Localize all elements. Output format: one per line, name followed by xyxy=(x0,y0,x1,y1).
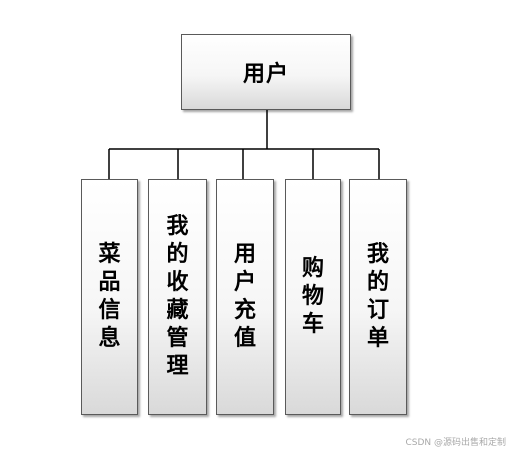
child-node-label: 菜品信息 xyxy=(98,241,121,352)
child-node-user-recharge: 用户充值 xyxy=(216,179,274,415)
child-node-label: 我的收藏管理 xyxy=(166,213,189,380)
root-node-label: 用户 xyxy=(242,62,289,87)
child-node-label: 购物车 xyxy=(301,255,324,338)
root-node-user: 用户 xyxy=(181,34,351,110)
child-node-label: 我的订单 xyxy=(366,241,389,352)
child-node-dish-info: 菜品信息 xyxy=(81,179,138,415)
child-node-favorites-management: 我的收藏管理 xyxy=(148,179,207,415)
watermark-text: CSDN @源码出售和定制 xyxy=(405,438,506,448)
child-node-label: 用户充值 xyxy=(233,241,256,352)
child-node-my-orders: 我的订单 xyxy=(349,179,407,415)
child-node-shopping-cart: 购物车 xyxy=(285,179,341,415)
